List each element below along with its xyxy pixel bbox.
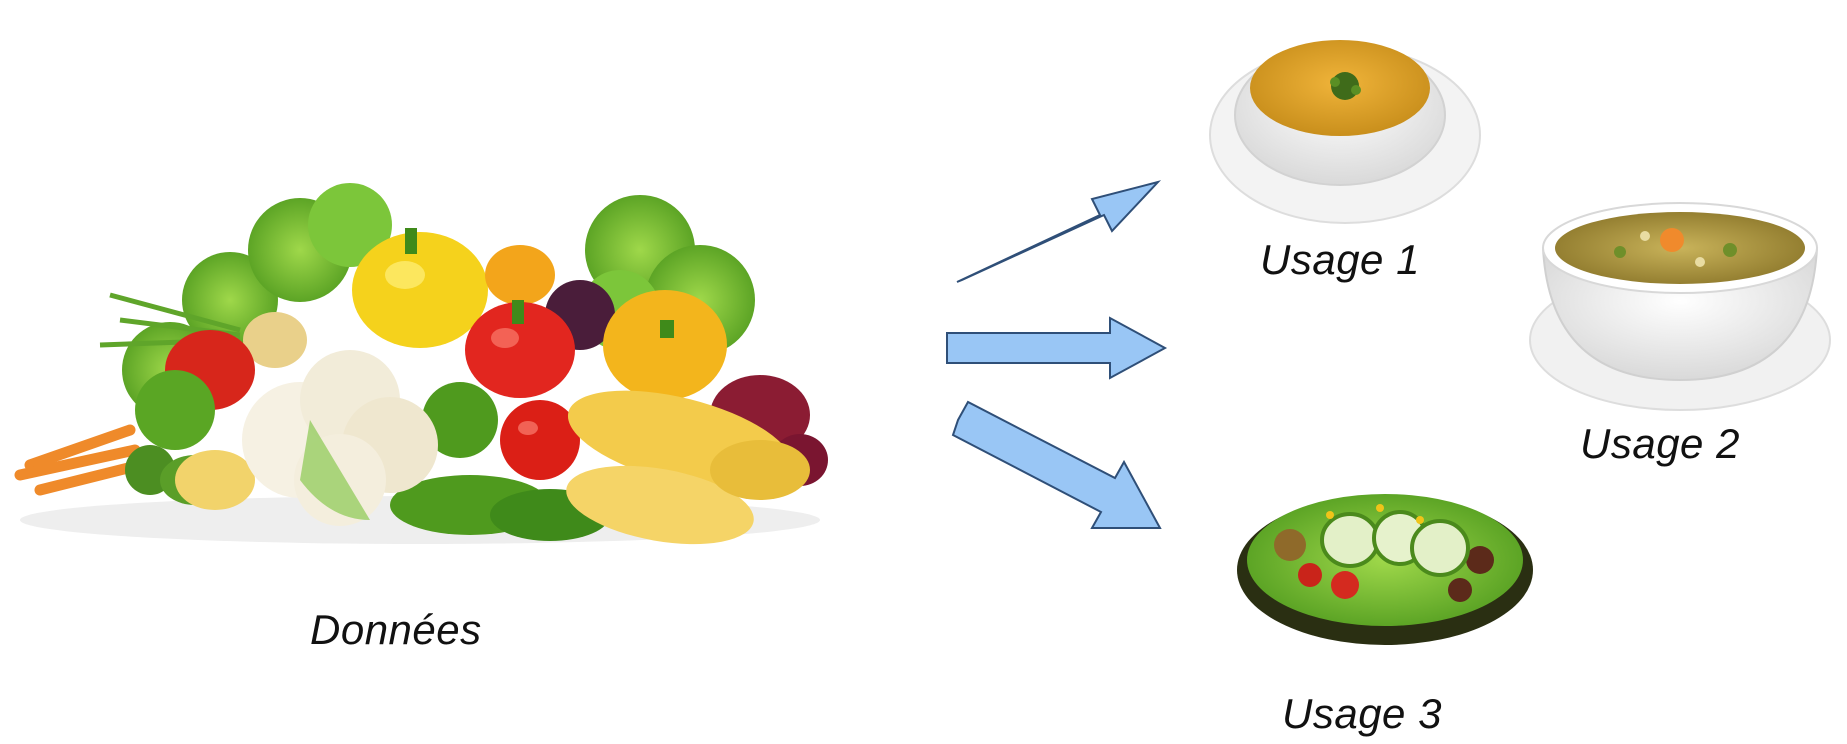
arrow-up-right-icon bbox=[956, 180, 1162, 283]
orange-pepper-icon bbox=[485, 245, 555, 305]
red-pepper-icon bbox=[465, 300, 575, 398]
source-label: Données bbox=[310, 606, 482, 653]
corn-icon bbox=[566, 390, 810, 545]
yellow-pepper-icon bbox=[352, 228, 488, 348]
arrow-down-right-icon bbox=[951, 400, 1162, 529]
tomato-icon bbox=[500, 400, 580, 480]
vegetables-illustration bbox=[14, 183, 828, 545]
usage-1-label: Usage 1 bbox=[1260, 236, 1420, 283]
corn-icon bbox=[175, 450, 255, 510]
usage-3-label: Usage 3 bbox=[1282, 690, 1442, 737]
yellow-pepper-icon bbox=[603, 290, 727, 400]
carrot-icon bbox=[14, 424, 146, 496]
salad-illustration bbox=[1237, 494, 1533, 645]
broccoli-icon bbox=[135, 370, 498, 458]
usage-2-label: Usage 2 bbox=[1580, 420, 1740, 467]
vegetable-soup-illustration bbox=[1529, 202, 1831, 411]
arrow-right-icon bbox=[946, 316, 1168, 380]
potato-icon bbox=[243, 312, 307, 368]
cauliflower-icon bbox=[242, 350, 438, 526]
creamy-soup-illustration bbox=[1209, 40, 1481, 224]
